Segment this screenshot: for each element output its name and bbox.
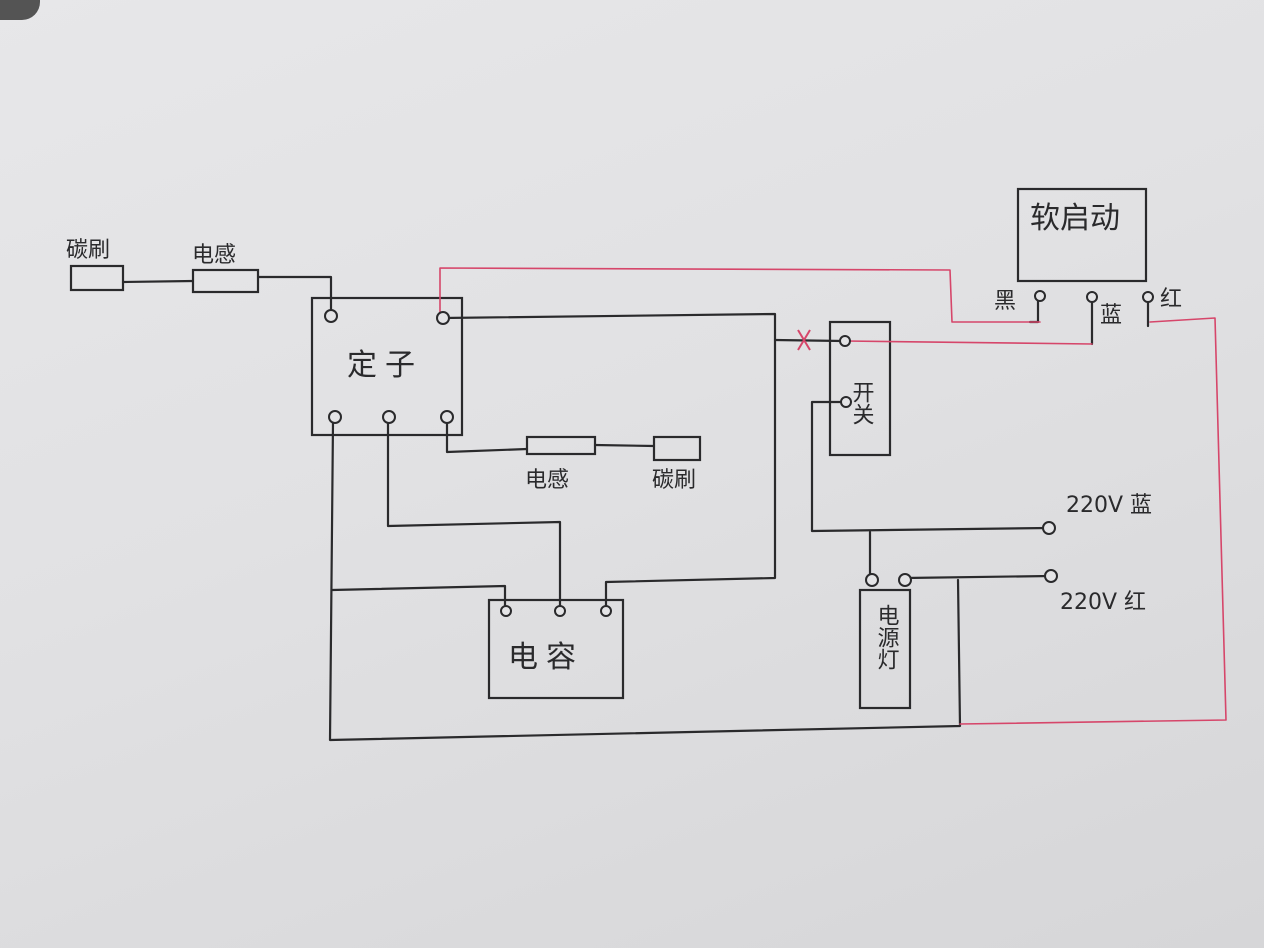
wire-rail-capacitor-left — [330, 584, 507, 609]
red-wire-stator-softstart-black — [439, 267, 1041, 323]
label-switch: 开关 — [849, 381, 874, 425]
label-supply-red: 220V 红 — [1060, 590, 1146, 615]
carbon-brush-left — [69, 264, 125, 292]
softstart-terminal-black — [1034, 290, 1046, 302]
label-wire-red: 红 — [1160, 287, 1182, 312]
switch-terminal-top — [839, 335, 851, 347]
wire-stator-bottom-rail — [328, 420, 962, 742]
softstart-terminal-red — [1142, 291, 1154, 303]
label-power-lamp: 电源灯 — [874, 604, 900, 670]
soft-start-box — [1016, 187, 1148, 283]
stator-terminal-bottom-left — [328, 410, 342, 424]
label-carbon-brush-left: 碳刷 — [66, 238, 110, 263]
wire-to-switch-top — [773, 338, 845, 343]
capacitor-terminal-mid — [554, 605, 566, 617]
power-lamp-box — [858, 588, 912, 710]
stator-terminal-bottom-mid — [382, 410, 396, 424]
label-wire-blue: 蓝 — [1100, 303, 1122, 328]
label-carbon-brush-mid: 碳刷 — [652, 468, 696, 493]
wire-switch-220v-blue — [810, 400, 1050, 533]
red-wire-softstart-red-rail — [959, 317, 1227, 725]
capacitor-box — [487, 598, 625, 700]
switch-box — [828, 320, 892, 457]
capacitor-terminal-right — [600, 605, 612, 617]
stator-terminal-top-left — [324, 309, 338, 323]
supply-terminal-blue — [1042, 521, 1056, 535]
label-stator: 定子 — [347, 348, 423, 383]
stator-terminal-bottom-right — [440, 410, 454, 424]
wire-lamp-220v-red — [903, 574, 1052, 580]
lamp-terminal-left — [865, 573, 879, 587]
label-inductor-mid: 电感 — [525, 468, 569, 493]
inductor-mid — [525, 435, 597, 456]
label-inductor-left: 电感 — [192, 243, 236, 268]
inductor-left — [191, 268, 260, 294]
label-soft-start: 软启动 — [1030, 201, 1120, 236]
red-wires — [439, 267, 1227, 725]
stator-terminal-top-right — [436, 311, 450, 325]
label-supply-blue: 220V 蓝 — [1066, 493, 1152, 518]
carbon-brush-mid — [652, 435, 702, 462]
wire-stator-capacitor-right — [441, 312, 777, 608]
wire-brush-inductor — [121, 279, 195, 284]
switch-terminal-bottom — [840, 396, 852, 408]
lamp-terminal-right — [898, 573, 912, 587]
wire-stator-inductor-mid — [445, 420, 529, 454]
wire-stator-capacitor-mid — [386, 420, 562, 609]
labels: 碳刷 电感 定子 电感 碳刷 电容 开关 软启动 黑 蓝 红 220V 蓝 22… — [66, 201, 1182, 675]
cut-mark — [797, 329, 811, 351]
wire-inductor-stator — [256, 275, 333, 316]
supply-terminal-red — [1044, 569, 1058, 583]
label-wire-black: 黑 — [994, 289, 1016, 314]
capacitor-terminal-left — [500, 605, 512, 617]
label-capacitor: 电容 — [508, 640, 584, 675]
black-wires — [121, 275, 1150, 742]
softstart-terminal-blue — [1086, 291, 1098, 303]
wire-inductor-brush-mid — [593, 443, 656, 448]
terminals — [324, 290, 1154, 617]
red-wire-switch-softstart-blue — [844, 340, 1093, 345]
